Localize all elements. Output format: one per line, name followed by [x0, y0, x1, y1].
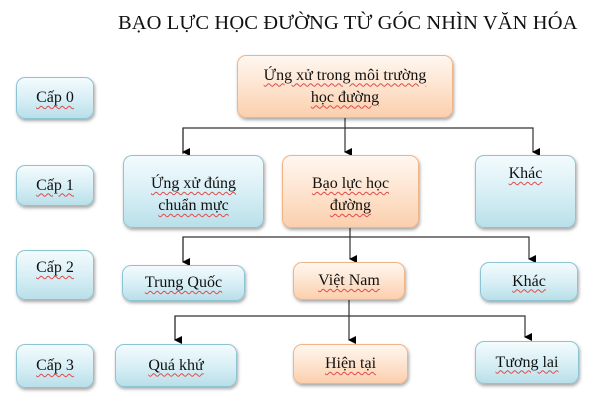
node-text: Khác [508, 165, 543, 182]
node-khac-level2: Khác [480, 262, 578, 301]
node-text-line1: Ứng xử đúng [150, 175, 237, 192]
node-text: Khác [512, 272, 546, 290]
level-label-text: Cấp 2 [36, 259, 74, 276]
node-trung-quoc: Trung Quốc [122, 265, 245, 301]
node-bao-luc-hoc-duong: Bạo lực học đường [282, 155, 419, 228]
node-text: Việt Nam [318, 272, 380, 289]
node-text-line2: chuẩn mực [158, 197, 229, 214]
level-label-1: Cấp 1 [16, 165, 94, 206]
node-text-line1: Ứng xử trong môi trường [263, 66, 427, 84]
node-text-line1: Bạo lực học [311, 175, 390, 192]
level-label-3: Cấp 3 [16, 344, 94, 388]
node-tuong-lai: Tương lai [475, 341, 579, 384]
level-label-text: Cấp 1 [36, 176, 74, 194]
level-label-text: Cấp 3 [36, 357, 74, 374]
diagram-title: BẠO LỰC HỌC ĐƯỜNG TỪ GÓC NHÌN VĂN HÓA [118, 12, 578, 34]
level-label-0: Cấp 0 [16, 77, 94, 119]
node-text-line2: học đường [310, 88, 380, 106]
node-text: Trung Quốc [144, 274, 223, 291]
node-hien-tai: Hiện tại [293, 344, 408, 384]
node-qua-khu: Quá khứ [115, 344, 237, 387]
node-text: Tương lai [495, 353, 559, 371]
level-label-2: Cấp 2 [16, 250, 94, 300]
node-ung-xu-dung-chuan-muc: Ứng xử đúng chuẩn mực [123, 155, 264, 228]
node-text: Hiện tại [324, 355, 377, 372]
node-text-line2: đường [329, 197, 372, 214]
level-label-text: Cấp 0 [36, 89, 74, 106]
node-khac-level1: Khác [475, 155, 576, 228]
node-root: Ứng xử trong môi trường học đường [237, 55, 453, 118]
node-viet-nam: Việt Nam [293, 262, 405, 300]
node-text: Quá khứ [148, 356, 204, 374]
